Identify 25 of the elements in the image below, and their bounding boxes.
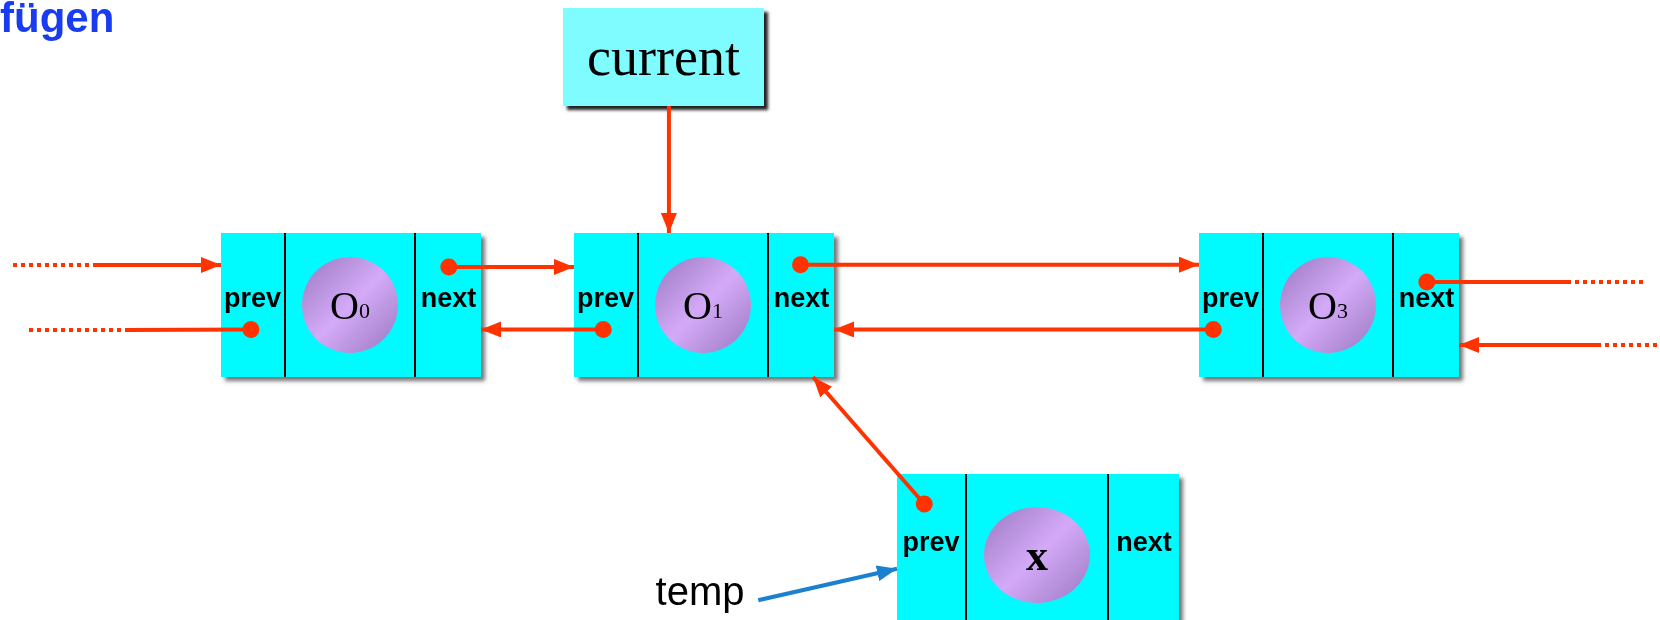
list-node-box xyxy=(1199,233,1459,377)
pointer-cell: next xyxy=(414,233,481,377)
arrow xyxy=(95,257,221,273)
arrow xyxy=(1459,337,1599,353)
pointer-cell: next xyxy=(1392,233,1459,377)
list-node-box xyxy=(897,474,1179,620)
pointer-cell: prev xyxy=(1199,233,1264,377)
pointer-cell: next xyxy=(767,233,834,377)
variable-label: temp xyxy=(645,568,755,614)
pointer-cell: prev xyxy=(574,233,639,377)
pointer-cell: prev xyxy=(897,474,967,620)
arrow xyxy=(481,321,612,338)
arrow xyxy=(660,106,677,233)
arrow xyxy=(811,375,933,513)
object-circle: x xyxy=(984,507,1090,603)
arrow xyxy=(440,258,574,276)
list-node-box xyxy=(574,233,834,377)
pointer-variable-box: current xyxy=(563,8,764,106)
list-node-box xyxy=(221,233,481,377)
arrow xyxy=(792,256,1199,274)
arrow xyxy=(757,565,898,603)
pointer-cell: prev xyxy=(221,233,286,377)
arrow xyxy=(834,321,1222,338)
title: fügen xyxy=(0,0,115,42)
pointer-cell: next xyxy=(1107,474,1179,620)
